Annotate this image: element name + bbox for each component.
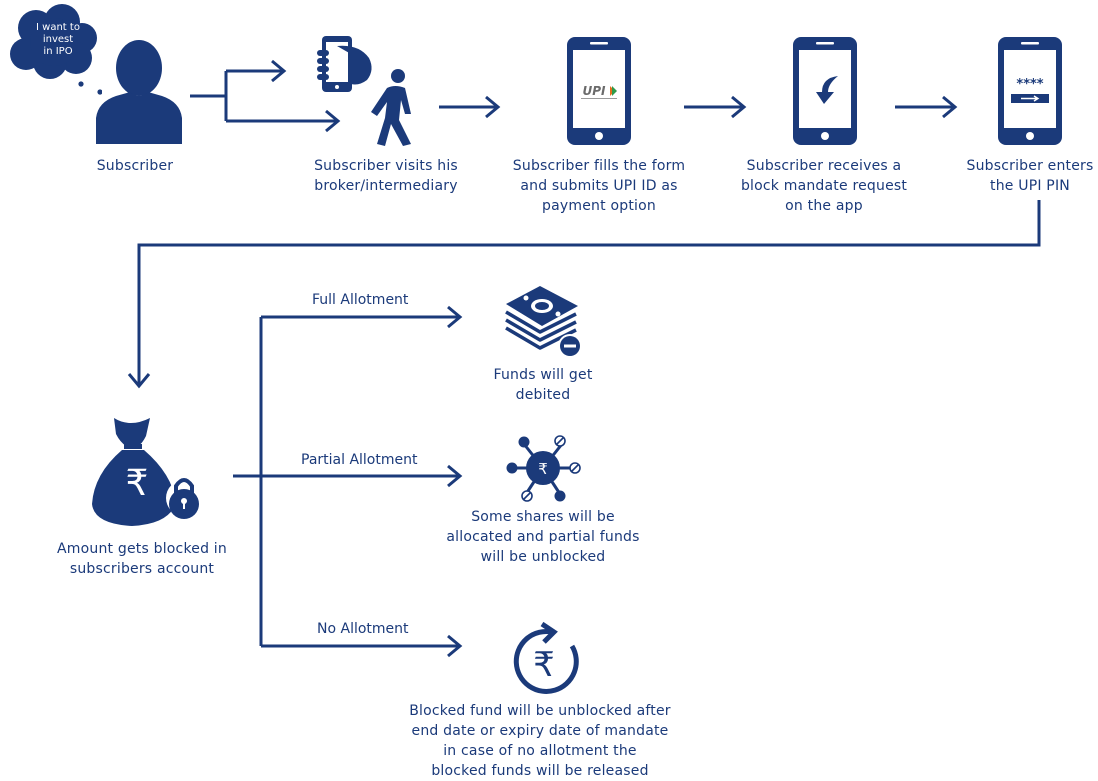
arrowhead: [731, 95, 747, 119]
phone-download-arrow-icon: [793, 37, 857, 145]
branch-label-none: No Allotment: [317, 621, 409, 637]
step-label-mandate: Subscriber receives a block mandate requ…: [740, 158, 908, 214]
pin-mask-text: ****: [1016, 77, 1043, 92]
arrowhead: [942, 95, 958, 119]
branch-label-partial: Partial Allotment: [301, 452, 418, 468]
step-label-broker: Subscriber visits his broker/intermediar…: [314, 158, 458, 194]
step-label-enter-pin: Subscriber enters the UPI PIN: [966, 158, 1094, 194]
connector-subscriber-split: [190, 69, 338, 123]
rupee-symbol: ₹: [538, 460, 548, 478]
connector-pin-moneybag: [137, 200, 1041, 386]
thought-bubble: I want to invest in IPO: [6, 2, 103, 102]
rupee-refresh-icon: ₹: [513, 621, 579, 694]
step-label-subscriber: Subscriber: [96, 158, 174, 174]
branch-label-full: Full Allotment: [312, 292, 409, 308]
phone-in-hand-and-walking-person-icon: [317, 36, 411, 146]
outcome-label-full: Funds will get debited: [493, 367, 593, 403]
rupee-symbol: ₹: [125, 463, 149, 504]
rupee-symbol: ₹: [533, 645, 555, 685]
step-label-fill-form: Subscriber fills the form and submits UP…: [512, 158, 686, 214]
arrowhead: [485, 95, 501, 119]
cloud-icon: [10, 4, 103, 95]
step-label-amount-blocked: Amount gets blocked in subscribers accou…: [57, 541, 227, 577]
arrowhead: [325, 109, 341, 133]
money-stack-minus-icon: [505, 286, 582, 358]
upi-logo-text: UPI: [582, 84, 606, 98]
phone-upi-icon: UPI: [567, 37, 631, 145]
outcome-label-none: Blocked fund will be unblocked after end…: [409, 703, 671, 779]
arrowhead: [271, 59, 287, 83]
phone-pin-entry-icon: ****: [998, 37, 1062, 145]
rupee-network-icon: ₹: [506, 435, 581, 502]
outcome-label-partial: Some shares will be allocated and partia…: [446, 509, 640, 565]
arrowhead: [447, 464, 463, 488]
arrowhead: [127, 373, 151, 389]
arrowhead: [447, 305, 463, 329]
curved-down-arrow-icon: [816, 76, 838, 104]
arrowhead: [447, 634, 463, 658]
money-bag-lock-icon: ₹: [90, 414, 205, 529]
person-icon: [96, 40, 182, 144]
thought-bubble-text: I want to invest in IPO: [36, 22, 80, 57]
